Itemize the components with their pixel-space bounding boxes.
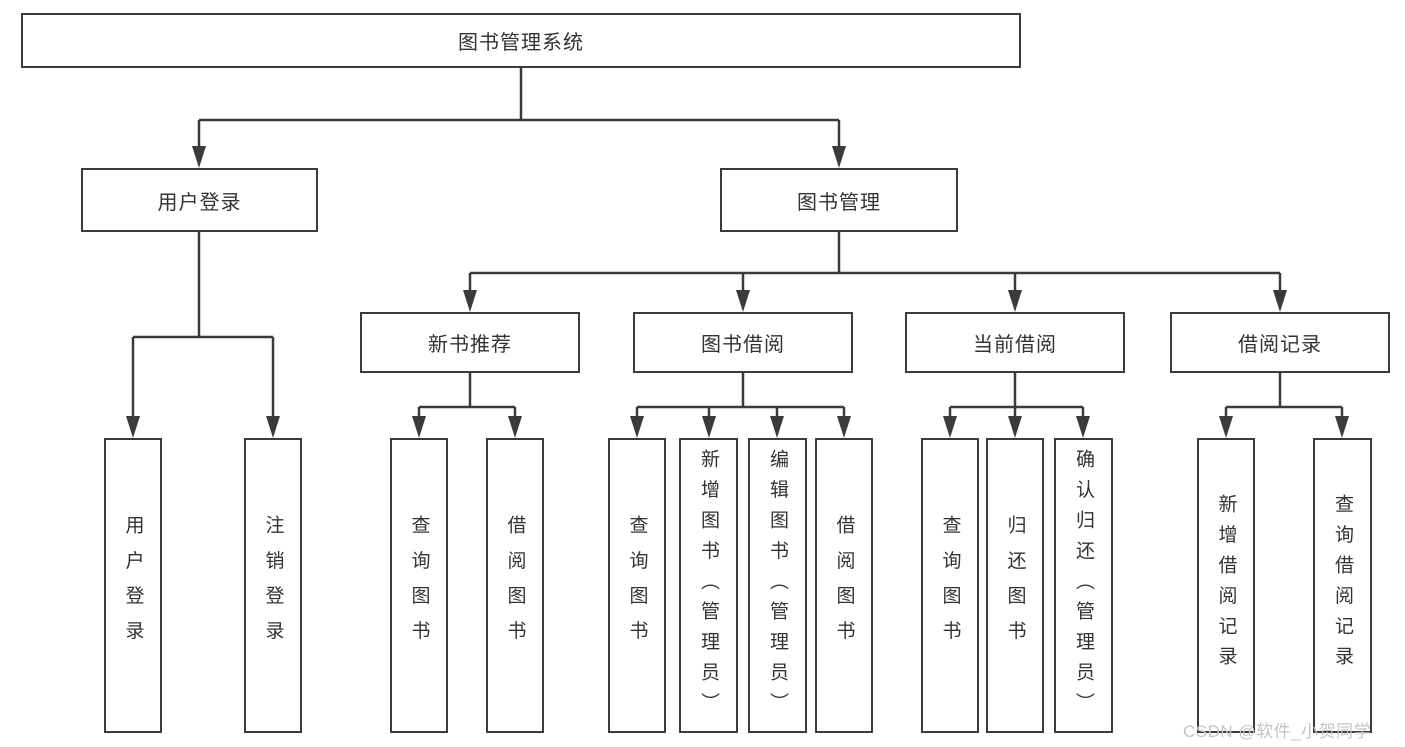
node-add-borrow-record-label: 新增借阅记录 [1215, 494, 1237, 677]
arrowhead-icon [770, 416, 784, 438]
arrowhead-icon [412, 416, 426, 438]
node-borrow-books-borrowing: 借阅图书 [815, 438, 873, 733]
node-borrow-books-borrowing-label: 借阅图书 [833, 515, 855, 656]
node-query-borrow-record-label: 查询借阅记录 [1332, 494, 1353, 677]
arrowhead-icon [1335, 416, 1349, 438]
node-query-books-borrowing: 查询图书 [608, 438, 666, 733]
node-root: 图书管理系统 [21, 13, 1021, 68]
arrowhead-icon [832, 146, 846, 168]
node-book-management-label: 图书管理 [797, 191, 881, 214]
node-user-login-label: 用户登录 [157, 191, 242, 214]
arrowhead-icon [266, 416, 280, 438]
arrowhead-icon [508, 416, 522, 438]
arrowhead-icon [192, 146, 206, 168]
node-user-login-leaf: 用户登录 [104, 438, 162, 733]
node-query-books-recommend-label: 查询图书 [408, 515, 430, 656]
arrowhead-icon [837, 416, 851, 438]
node-user-login: 用户登录 [81, 168, 318, 232]
node-logout-label: 注销登录 [262, 515, 284, 656]
node-query-books-recommend: 查询图书 [390, 438, 448, 733]
node-query-borrow-record: 查询借阅记录 [1313, 438, 1372, 733]
arrowhead-icon [736, 290, 750, 312]
node-user-login-leaf-label: 用户登录 [122, 515, 144, 656]
arrowhead-icon [1273, 290, 1287, 312]
node-borrowing-records-label: 借阅记录 [1238, 334, 1322, 356]
node-book-borrowing: 图书借阅 [633, 312, 853, 373]
node-edit-book-admin-label: 编辑图书（管理员） [767, 448, 788, 723]
node-book-borrowing-label: 图书借阅 [701, 334, 785, 356]
node-edit-book-admin: 编辑图书（管理员） [748, 438, 807, 733]
arrowhead-icon [630, 416, 644, 438]
watermark: CSDN @软件_小贺同学 [1183, 722, 1372, 741]
node-confirm-return-admin-label: 确认归还（管理员） [1073, 448, 1094, 723]
node-add-borrow-record: 新增借阅记录 [1197, 438, 1255, 733]
node-add-book-admin-label: 新增图书（管理员） [698, 448, 719, 723]
node-current-borrowing-label: 当前借阅 [973, 334, 1057, 356]
node-return-books: 归还图书 [986, 438, 1044, 733]
node-logout: 注销登录 [244, 438, 302, 733]
node-borrow-books-recommend-label: 借阅图书 [504, 515, 526, 656]
node-current-borrowing: 当前借阅 [905, 312, 1125, 373]
node-query-books-current-label: 查询图书 [939, 515, 961, 656]
node-query-books-current: 查询图书 [921, 438, 979, 733]
node-query-books-borrowing-label: 查询图书 [626, 515, 648, 656]
arrowhead-icon [702, 416, 716, 438]
node-book-management: 图书管理 [720, 168, 958, 232]
arrowhead-icon [1219, 416, 1233, 438]
node-new-book-recommendation-label: 新书推荐 [428, 334, 512, 356]
arrowhead-icon [1008, 416, 1022, 438]
node-return-books-label: 归还图书 [1004, 515, 1026, 656]
arrowhead-icon [1076, 416, 1090, 438]
node-borrow-books-recommend: 借阅图书 [486, 438, 544, 733]
arrowhead-icon [943, 416, 957, 438]
arrowhead-icon [126, 416, 140, 438]
node-add-book-admin: 新增图书（管理员） [679, 438, 738, 733]
arrowhead-icon [1008, 290, 1022, 312]
node-confirm-return-admin: 确认归还（管理员） [1054, 438, 1113, 733]
node-root-label: 图书管理系统 [458, 32, 584, 54]
arrowhead-icon [463, 290, 477, 312]
node-new-book-recommendation: 新书推荐 [360, 312, 580, 373]
node-borrowing-records: 借阅记录 [1170, 312, 1390, 373]
